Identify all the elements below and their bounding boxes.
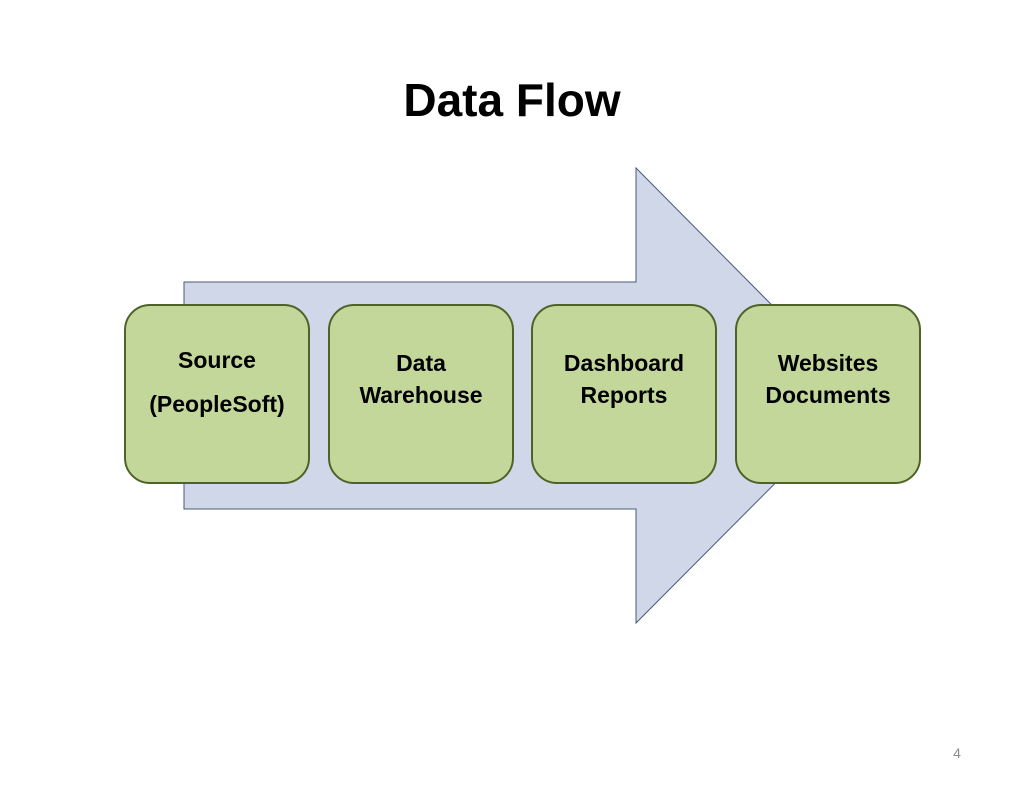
flow-step-data-warehouse: Data Warehouse — [328, 304, 514, 484]
flow-step-dashboard-reports-line2: Reports — [580, 382, 668, 408]
flow-step-source-line1: Source — [178, 347, 256, 373]
flow-step-websites-documents-line1: Websites — [777, 350, 879, 376]
flow-step-source: Source (PeopleSoft) — [124, 304, 310, 484]
flow-step-data-warehouse-line2: Warehouse — [359, 382, 483, 408]
flow-step-source-line2: (PeopleSoft) — [149, 391, 285, 417]
flow-step-websites-documents-line2: Documents — [765, 382, 891, 408]
slide-title: Data Flow — [403, 74, 621, 126]
flow-step-dashboard-reports: Dashboard Reports — [531, 304, 717, 484]
page-number: 4 — [953, 745, 961, 761]
flow-arrow-shape — [183, 166, 863, 625]
flow-step-data-warehouse-line1: Data — [396, 350, 446, 376]
flow-step-dashboard-reports-line1: Dashboard — [563, 350, 685, 376]
flow-step-websites-documents: Websites Documents — [735, 304, 921, 484]
